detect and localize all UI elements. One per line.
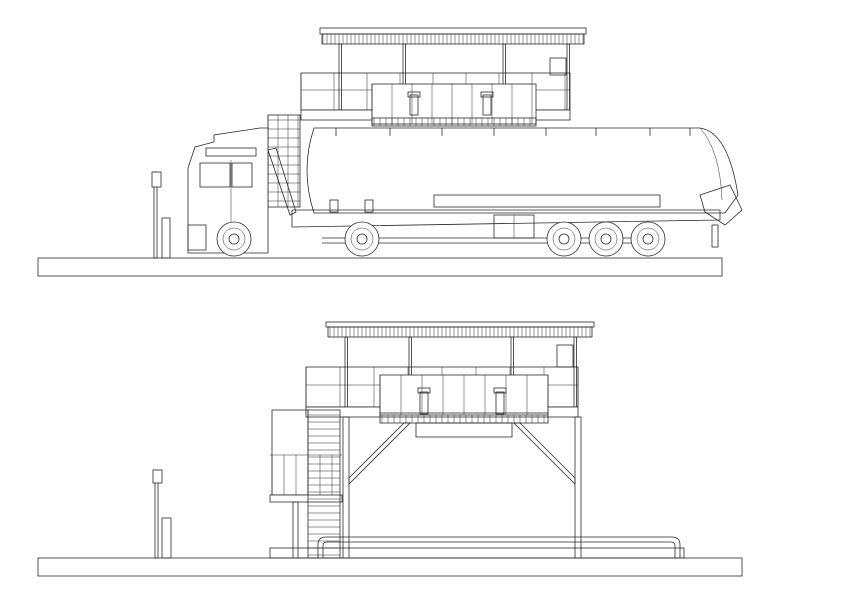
signal-light [151, 171, 162, 188]
hydraulic-ram [267, 147, 297, 216]
control-post [161, 217, 171, 259]
wheel [546, 221, 582, 257]
signal-pole [151, 171, 171, 259]
cab-window [199, 162, 231, 188]
truck-cab [187, 127, 269, 254]
wheel [588, 221, 624, 257]
wheel [344, 221, 380, 257]
ground-slab [37, 257, 723, 277]
fifth-wheel [364, 199, 374, 213]
front-view [37, 321, 743, 577]
canopy [325, 321, 595, 338]
loading-arm-platform [379, 374, 549, 424]
control-box [549, 57, 567, 76]
canopy [319, 27, 587, 45]
canopy-post [573, 336, 577, 408]
wheel [630, 221, 666, 257]
rear-hopper [699, 184, 743, 226]
signal-pole [152, 469, 172, 559]
canopy-post [338, 43, 342, 111]
canopy-post [344, 336, 348, 408]
fifth-wheel [329, 199, 339, 213]
side-rail [433, 194, 661, 208]
stair-tower [269, 409, 343, 559]
loading-arm [417, 387, 507, 415]
loading-arm-platform [371, 83, 537, 127]
loading-arm [407, 91, 494, 116]
control-post [161, 517, 172, 559]
ground-slab [37, 557, 743, 577]
pipe [269, 536, 685, 559]
loading-hopper [415, 422, 513, 438]
landing [269, 494, 343, 503]
access-stair [267, 114, 301, 208]
side-view [37, 27, 743, 277]
cab-window [231, 162, 253, 188]
landing-leg [711, 224, 719, 248]
chassis [291, 209, 721, 228]
control-box [556, 344, 574, 368]
tank-body [306, 127, 739, 214]
canopy-post [566, 43, 570, 111]
wheels [216, 221, 666, 257]
wheel [216, 221, 252, 257]
signal-light [152, 469, 163, 484]
